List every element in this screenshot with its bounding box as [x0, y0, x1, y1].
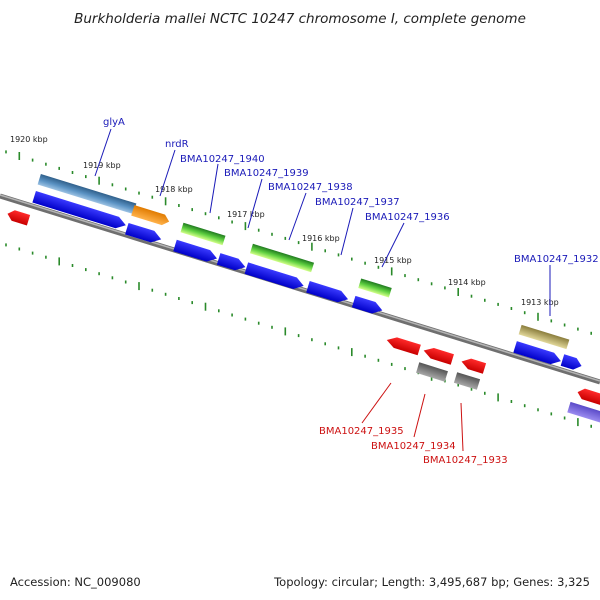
- gene-features: [6, 173, 600, 425]
- feature-BMA10247_1932-domain[interactable]: [518, 324, 570, 350]
- gene-BMA10247_1933[interactable]: [460, 356, 487, 374]
- gene-label-BMA10247_1937[interactable]: BMA10247_1937: [315, 197, 400, 208]
- gene-label-BMA10247_1940[interactable]: BMA10247_1940: [180, 154, 265, 165]
- ruler-label-1917: 1917 kbp: [227, 210, 265, 219]
- gene-BMA10247_1934[interactable]: [422, 345, 454, 365]
- gene-BMA10247_1939[interactable]: [216, 253, 247, 273]
- map-title: Burkholderia mallei NCTC 10247 chromosom…: [74, 11, 526, 27]
- leader-line: [413, 393, 426, 438]
- gene-label-BMA10247_1939[interactable]: BMA10247_1939: [224, 168, 309, 179]
- gene-label-BMA10247_1933[interactable]: BMA10247_1933: [423, 455, 508, 466]
- leader-line: [381, 222, 405, 268]
- gene-label-glyA[interactable]: glyA: [103, 117, 125, 128]
- forward-gene-labels: glyA nrdR BMA10247_1940 BMA10247_1939 BM…: [94, 117, 599, 316]
- feature-BMA10247_1940-domain[interactable]: [180, 222, 226, 246]
- ruler-label-1914: 1914 kbp: [448, 278, 486, 287]
- gene-BMA10247_1937[interactable]: [306, 281, 350, 305]
- gene-reverse-right[interactable]: [576, 387, 600, 406]
- ruler-label-1916: 1916 kbp: [302, 234, 340, 243]
- gene-label-BMA10247_1936[interactable]: BMA10247_1936: [365, 212, 450, 223]
- ruler-label-1920: 1920 kbp: [10, 135, 48, 144]
- leader-line: [288, 192, 307, 241]
- leader-line: [94, 128, 112, 177]
- ruler-label-1913: 1913 kbp: [521, 298, 559, 307]
- ruler-label-1919: 1919 kbp: [83, 161, 121, 170]
- gene-nrdR[interactable]: [125, 222, 163, 245]
- gene-label-BMA10247_1934[interactable]: BMA10247_1934: [371, 441, 456, 452]
- ruler-label-1918: 1918 kbp: [155, 185, 193, 194]
- gene-label-BMA10247_1932[interactable]: BMA10247_1932: [514, 254, 599, 265]
- genome-backbone-highlight: [0, 194, 600, 382]
- gene-BMA10247_1936[interactable]: [351, 295, 384, 316]
- leader-line: [340, 207, 354, 256]
- feature-BMA10247_1938-domain[interactable]: [249, 243, 315, 273]
- leader-line: [361, 382, 392, 424]
- reverse-gene-labels: BMA10247_1935 BMA10247_1934 BMA10247_193…: [319, 382, 508, 466]
- gene-label-BMA10247_1935[interactable]: BMA10247_1935: [319, 426, 404, 437]
- gene-BMA10247_1935[interactable]: [385, 335, 421, 356]
- feature-nrdR-domain[interactable]: [131, 205, 171, 227]
- gene-label-BMA10247_1938[interactable]: BMA10247_1938: [268, 182, 353, 193]
- gene-label-nrdR[interactable]: nrdR: [165, 139, 189, 150]
- gene-BMA10247_1932b[interactable]: [560, 354, 584, 371]
- gene-reverse-left[interactable]: [6, 208, 31, 226]
- leader-line: [209, 163, 219, 214]
- feature-BMA10247_1934-domain[interactable]: [416, 362, 448, 382]
- genome-backbone: [0, 193, 600, 385]
- feature-right-domain[interactable]: [567, 401, 600, 425]
- genome-summary-text: Topology: circular; Length: 3,495,687 bp…: [273, 575, 590, 589]
- gene-BMA10247_1932a[interactable]: [513, 341, 562, 367]
- feature-BMA10247_1933-domain[interactable]: [453, 372, 481, 390]
- feature-glyA-domain[interactable]: [37, 173, 137, 215]
- gene-glyA[interactable]: [32, 191, 127, 231]
- gene-BMA10247_1938[interactable]: [244, 262, 306, 291]
- leader-line: [159, 149, 176, 197]
- leader-line: [247, 178, 263, 229]
- leader-line: [460, 402, 464, 452]
- accession-text: Accession: NC_009080: [10, 575, 141, 589]
- gene-BMA10247_1940[interactable]: [173, 239, 219, 264]
- ruler-ticks: [5, 150, 593, 428]
- feature-BMA10247_1937-domain[interactable]: [358, 278, 392, 298]
- ruler-label-1915: 1915 kbp: [374, 256, 412, 265]
